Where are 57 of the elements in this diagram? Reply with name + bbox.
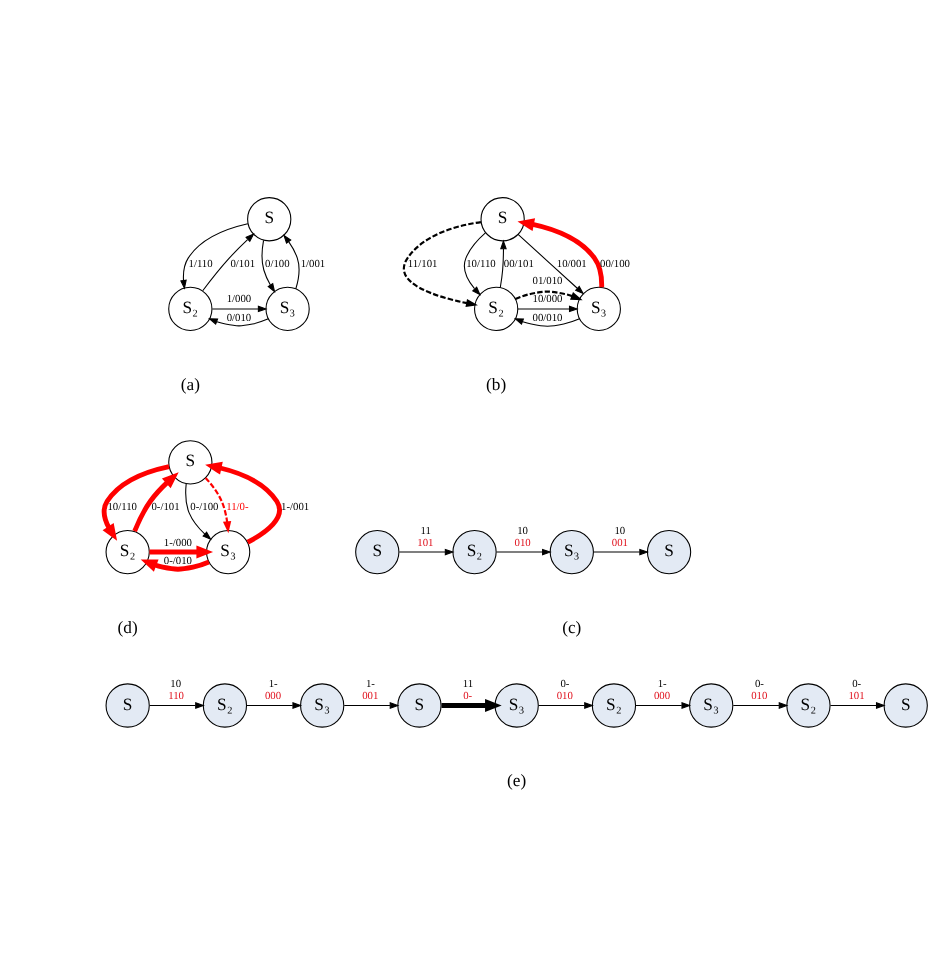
arrow — [149, 544, 214, 558]
arrow — [463, 231, 487, 295]
arrow — [517, 217, 605, 287]
node-circle: S₂ — [591, 682, 637, 727]
arrow — [496, 547, 552, 555]
arrow — [441, 697, 502, 712]
arrow — [732, 701, 789, 708]
node-circle: S — [883, 682, 928, 727]
node-circle: S — [646, 528, 692, 574]
node-circle: S — [355, 528, 400, 574]
node-circle: S₂ — [474, 285, 519, 331]
node-circle: S₂ — [786, 682, 831, 727]
node-circle: S — [480, 196, 525, 241]
arrow — [132, 471, 179, 532]
node-circle: S — [397, 682, 442, 727]
node-circle: S₂ — [105, 528, 150, 574]
arrow — [514, 289, 583, 300]
label: (d) — [117, 615, 138, 636]
label: (c) — [562, 615, 582, 636]
node-circle: S — [105, 682, 150, 727]
arrow — [204, 476, 232, 533]
label: (a) — [180, 372, 200, 393]
arrow — [140, 558, 210, 571]
arrow — [517, 304, 579, 312]
arrow — [208, 317, 269, 326]
label: (b) — [486, 372, 507, 393]
arrow — [593, 547, 650, 555]
arrow — [205, 460, 282, 544]
node-circle: S₂ — [452, 528, 497, 574]
node-circle: S₃ — [549, 528, 594, 574]
node-circle: S₂ — [202, 682, 248, 727]
arrow — [283, 233, 300, 289]
arrow — [499, 238, 507, 288]
node-circle: S₃ — [300, 682, 345, 727]
arrow — [185, 482, 212, 540]
arrow — [403, 220, 482, 307]
arrow — [211, 304, 268, 312]
node-circle: S₃ — [494, 682, 539, 727]
arrow — [101, 463, 170, 540]
label: (e) — [507, 769, 527, 790]
arrow — [398, 547, 455, 555]
node-circle: S₃ — [689, 682, 734, 727]
arrow — [517, 232, 585, 294]
node-circle: S₃ — [206, 528, 251, 574]
arrow — [830, 701, 886, 708]
arrow — [261, 238, 276, 292]
node-circle: S — [168, 439, 213, 484]
arrow — [180, 222, 249, 289]
arrow — [202, 232, 255, 291]
arrow — [343, 701, 400, 708]
arrow — [246, 701, 303, 708]
arrow — [538, 701, 594, 708]
node-circle: S₂ — [168, 285, 213, 331]
arrow — [635, 701, 692, 708]
arrow — [149, 701, 205, 708]
node-circle: S₃ — [265, 285, 310, 331]
arrow — [513, 317, 581, 326]
